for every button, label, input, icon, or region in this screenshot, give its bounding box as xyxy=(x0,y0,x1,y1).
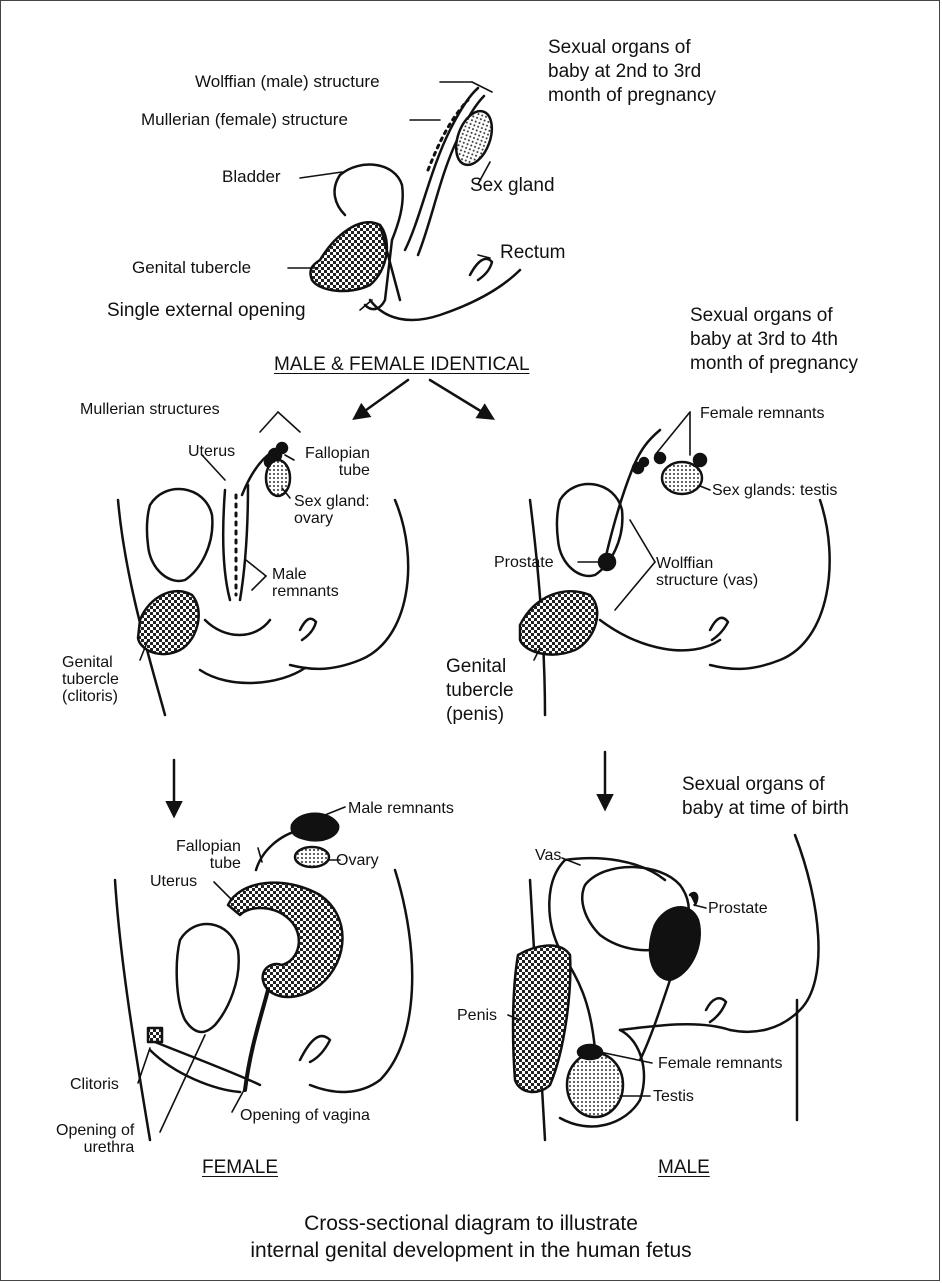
stage2-male-testis-shape xyxy=(662,462,702,494)
stage2-female-tubercle-shape xyxy=(138,591,199,654)
stage1-heading: Sexual organs of baby at 2nd to 3rd mont… xyxy=(548,36,716,108)
stage3-male-penis-label: Penis xyxy=(457,1007,497,1024)
figure-caption: Cross-sectional diagram to illustrate in… xyxy=(0,1210,942,1264)
stage2-female-ovary-shape xyxy=(266,460,290,496)
stage3-female-male-remnants-label: Male remnants xyxy=(348,800,454,817)
stage2-male-tubercle-shape xyxy=(520,591,597,654)
stage3-female-clitoris-label: Clitoris xyxy=(70,1076,119,1093)
stage3-male-female-remnants-shape xyxy=(578,1045,602,1059)
stage2-male-prostate-label: Prostate xyxy=(494,554,554,571)
stage3-male-heading: Sexual organs of baby at time of birth xyxy=(682,773,849,821)
stage1-single-opening-label: Single external opening xyxy=(107,299,306,323)
stage2-male-genital-tubercle-label: Genital tubercle (penis) xyxy=(446,655,514,727)
stage1-mullerian-label: Mullerian (female) structure xyxy=(141,110,348,130)
stage2-female-fallopian-label: Fallopian tube xyxy=(305,445,370,479)
stage2-female-uterus-label: Uterus xyxy=(188,443,235,460)
stage2-female-bladder-shape xyxy=(147,489,212,581)
stage2-female-male-remnants-label: Male remnants xyxy=(272,566,339,600)
stage3-female-male-remnants-shape xyxy=(292,814,338,841)
male-label: MALE xyxy=(658,1156,710,1180)
stage1-bladder-label: Bladder xyxy=(222,167,281,187)
stage1-sex-gland-label: Sex gland xyxy=(470,174,555,198)
stage3-male-female-remnants-label: Female remnants xyxy=(658,1055,783,1072)
stage3-male-prostate-shape xyxy=(650,907,700,980)
stage3-female-urethra-label: Opening of urethra xyxy=(56,1122,134,1156)
stage3-male-testis-shape xyxy=(567,1053,623,1117)
stage2-male-female-remnants-label: Female remnants xyxy=(700,405,825,422)
stage3-female-vagina-label: Opening of vagina xyxy=(240,1107,370,1124)
stage2-female-mullerian-label: Mullerian structures xyxy=(80,401,220,418)
stage2-female-genital-tubercle-label: Genital tubercle (clitoris) xyxy=(62,654,119,705)
stage2-male-heading: Sexual organs of baby at 3rd to 4th mont… xyxy=(690,304,858,376)
stage2-male-testis-label: Sex glands: testis xyxy=(712,482,837,499)
stage3-female-ovary-label: Ovary xyxy=(336,852,379,869)
female-label: FEMALE xyxy=(202,1156,278,1180)
stage3-female-uterus-shape xyxy=(228,883,343,997)
stage3-female-fallopian-label: Fallopian tube xyxy=(176,838,241,872)
arrow-to-male-stage2 xyxy=(430,380,492,418)
stage3-female-bladder-shape xyxy=(177,924,239,1032)
stage3-female-ovary-shape xyxy=(295,847,329,867)
stage3-male-prostate-label: Prostate xyxy=(708,900,768,917)
stage2-male-wolffian-label: Wolffian structure (vas) xyxy=(656,555,758,589)
arrow-to-female-stage2 xyxy=(355,380,408,418)
stage3-male-vas-label: Vas xyxy=(535,847,561,864)
stage2-female-ovary-label: Sex gland: ovary xyxy=(294,493,370,527)
stage1-genital-tubercle-label: Genital tubercle xyxy=(132,258,251,278)
stage1-genital-tubercle-shape xyxy=(310,222,386,291)
stage3-male-testis-label: Testis xyxy=(653,1088,694,1105)
male-female-identical-heading: MALE & FEMALE IDENTICAL xyxy=(274,353,530,377)
stage3-female-uterus-label: Uterus xyxy=(150,873,197,890)
stage3-female-clitoris-shape xyxy=(148,1028,162,1042)
stage3-male-penis-shape xyxy=(513,946,570,1092)
stage1-rectum-label: Rectum xyxy=(500,241,565,265)
stage1-wolffian-label: Wolffian (male) structure xyxy=(195,72,380,92)
